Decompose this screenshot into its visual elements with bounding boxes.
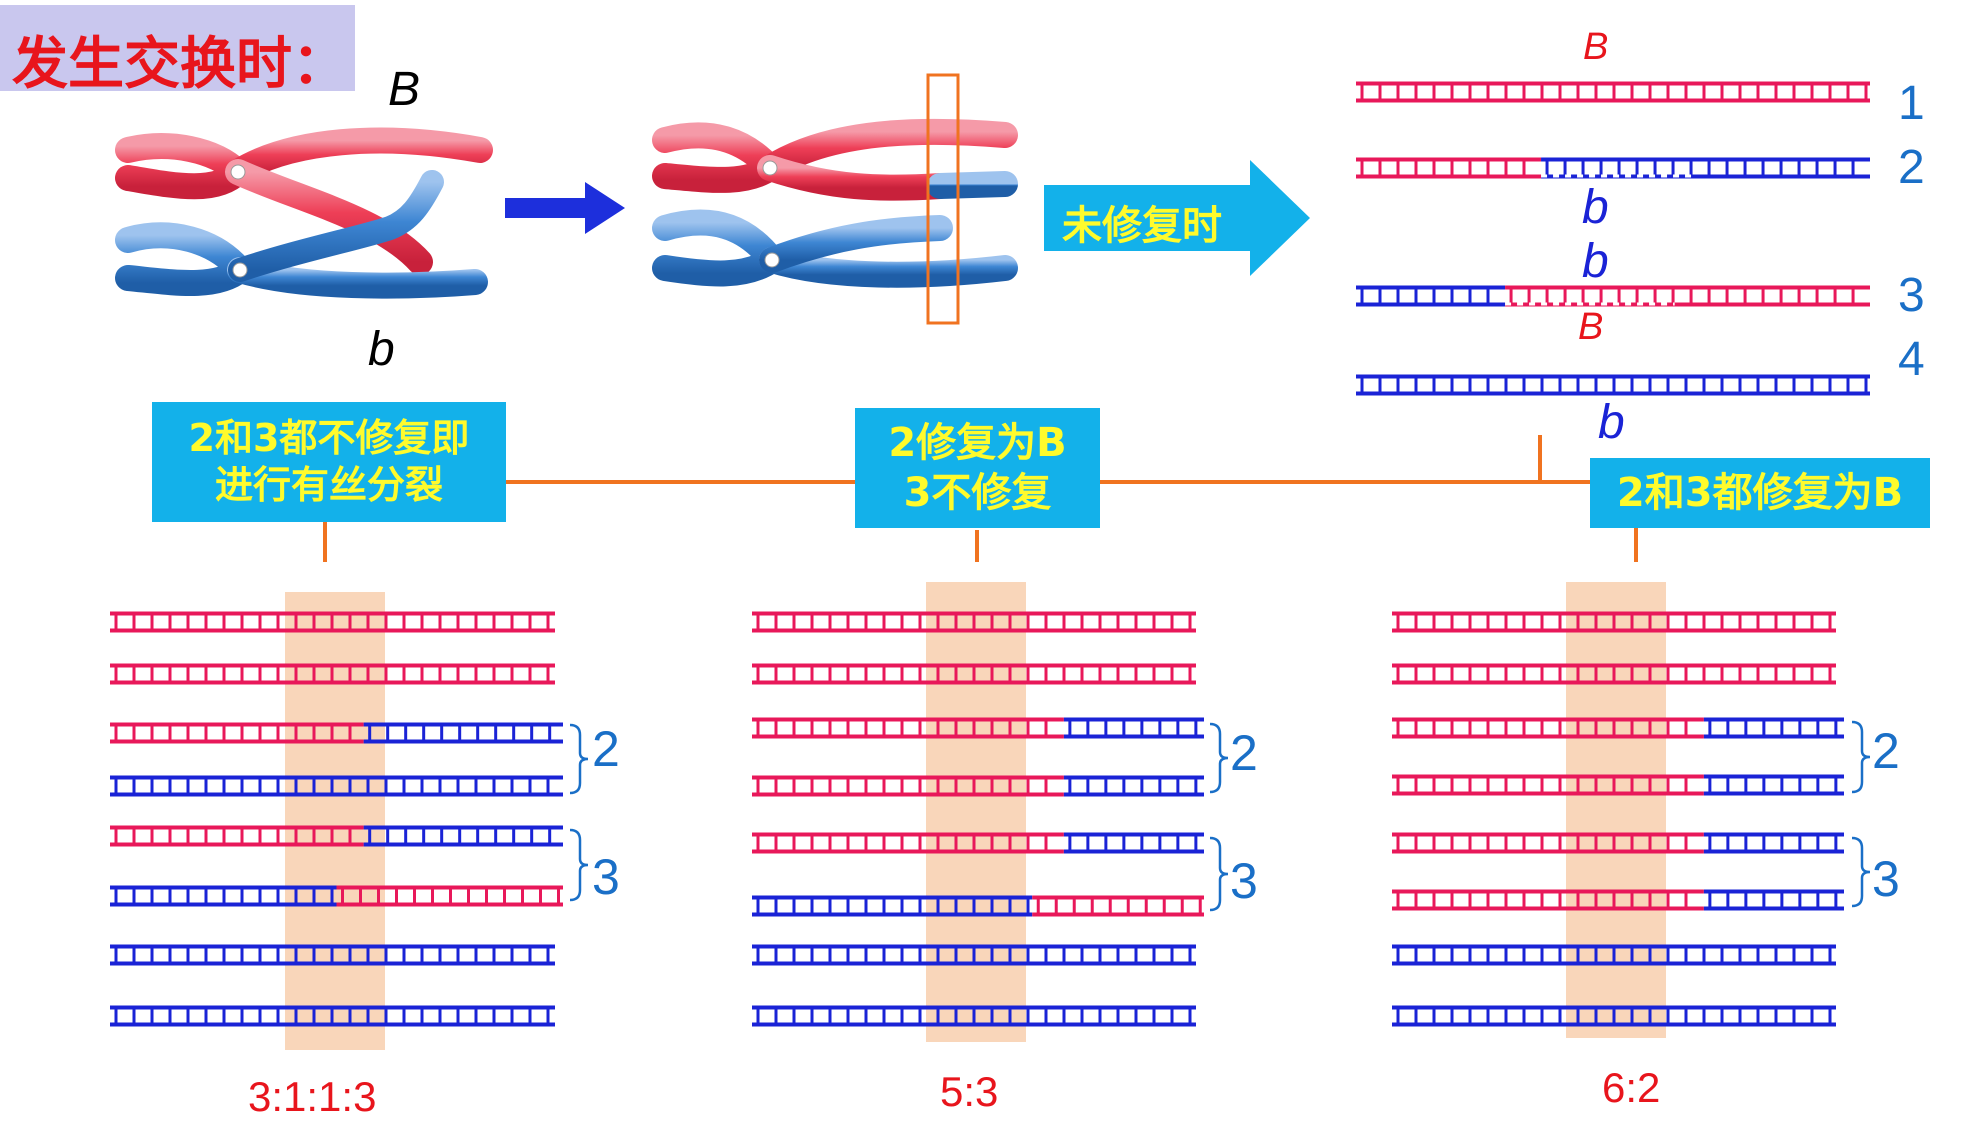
strand-col2-row7: [752, 944, 1196, 966]
strand3-label-B: B: [1578, 306, 1604, 348]
strand-col2-row5: [752, 832, 1204, 854]
strand-number-1: 1: [1898, 77, 1925, 130]
ratio-case2: 5:3: [940, 1068, 999, 1115]
ratio-case1: 3:1:1:3: [248, 1073, 377, 1120]
col1-bracket-2: 2: [592, 721, 620, 777]
strand-col1-row3: [110, 722, 563, 744]
strand-number-4: 4: [1898, 333, 1925, 386]
strand-col3-row4: [1392, 774, 1844, 796]
case-label-3: 2和3都修复为B: [1590, 458, 1930, 528]
col3-bracket-shape-2: [1851, 720, 1871, 794]
strand-col3-row6: [1392, 889, 1844, 911]
allele-label-top: B: [388, 63, 421, 116]
strand-col1-row8: [110, 1005, 555, 1027]
col1-bracket-3: 3: [592, 849, 620, 905]
strand4-label-b: b: [1598, 396, 1625, 449]
strand-col1-row5: [110, 825, 563, 847]
strand-col2-row8: [752, 1005, 1196, 1027]
col3-bracket-shape-3: [1851, 836, 1871, 908]
col3-bracket-2: 2: [1872, 723, 1900, 779]
col2-bracket-3: 3: [1230, 853, 1258, 909]
strand-col3-row7: [1392, 944, 1836, 966]
highlight-column-3: [1566, 582, 1666, 1038]
strand-col1-row1: [110, 611, 555, 633]
strand3-label-b: b: [1582, 235, 1609, 288]
col1-bracket-shape-2: [569, 723, 589, 795]
page-title: 发生交换时：: [12, 32, 348, 97]
strand-col1-row2: [110, 663, 555, 685]
strand-1: [1356, 81, 1870, 103]
strand-col2-row2: [752, 663, 1196, 685]
case1-line1: 2和3都不修复即: [188, 415, 470, 460]
col1-bracket-shape-3: [569, 828, 589, 902]
strand-col3-row8: [1392, 1005, 1836, 1027]
allele-label-bottom: b: [368, 323, 395, 376]
arrow-right-icon: [505, 182, 625, 234]
strand-col2-row4: [752, 775, 1204, 797]
strand-number-3: 3: [1898, 269, 1925, 322]
col2-bracket-shape-3: [1209, 836, 1229, 912]
strand1-label-B: B: [1583, 26, 1609, 68]
chromosome-pair-crossing: [115, 127, 493, 299]
strand-col2-row6: [752, 895, 1204, 917]
ratio-case3: 6:2: [1602, 1064, 1661, 1111]
case-label-1: 2和3都不修复即进行有丝分裂: [152, 402, 506, 522]
big-arrow-icon: [1044, 160, 1310, 276]
strand-number-2: 2: [1898, 141, 1925, 194]
highlight-column-2: [926, 582, 1026, 1042]
strand-col3-row3: [1392, 717, 1844, 739]
strand-4: [1356, 374, 1870, 396]
chromosome-pair-exchanged: [652, 73, 1018, 325]
case2-line2: 3不修复: [903, 470, 1052, 516]
case1-line2: 进行有丝分裂: [214, 463, 443, 507]
strand-col3-row5: [1392, 832, 1844, 854]
col2-bracket-shape-2: [1209, 722, 1229, 794]
case2-line1: 2修复为B: [888, 420, 1067, 466]
strand-col3-row1: [1392, 611, 1836, 633]
strand-col1-row4: [110, 775, 563, 797]
highlight-column-1: [285, 592, 385, 1050]
col2-bracket-2: 2: [1230, 725, 1258, 781]
exchange-region-box: [926, 73, 960, 325]
strand-col1-row7: [110, 944, 555, 966]
connector-lines: [323, 435, 1638, 562]
strand-col2-row3: [752, 717, 1204, 739]
strand-3: [1356, 285, 1870, 307]
arrow-label: 未修复时: [1062, 203, 1222, 249]
strand-col1-row6: [110, 885, 563, 907]
strand-col3-row2: [1392, 663, 1836, 685]
case3-line1: 2和3都修复为B: [1616, 470, 1904, 516]
col3-bracket-3: 3: [1872, 851, 1900, 907]
strand-col2-row1: [752, 611, 1196, 633]
strand-2: [1356, 157, 1870, 179]
title-banner: 发生交换时：: [0, 5, 355, 97]
strand2-label-b: b: [1582, 181, 1609, 234]
